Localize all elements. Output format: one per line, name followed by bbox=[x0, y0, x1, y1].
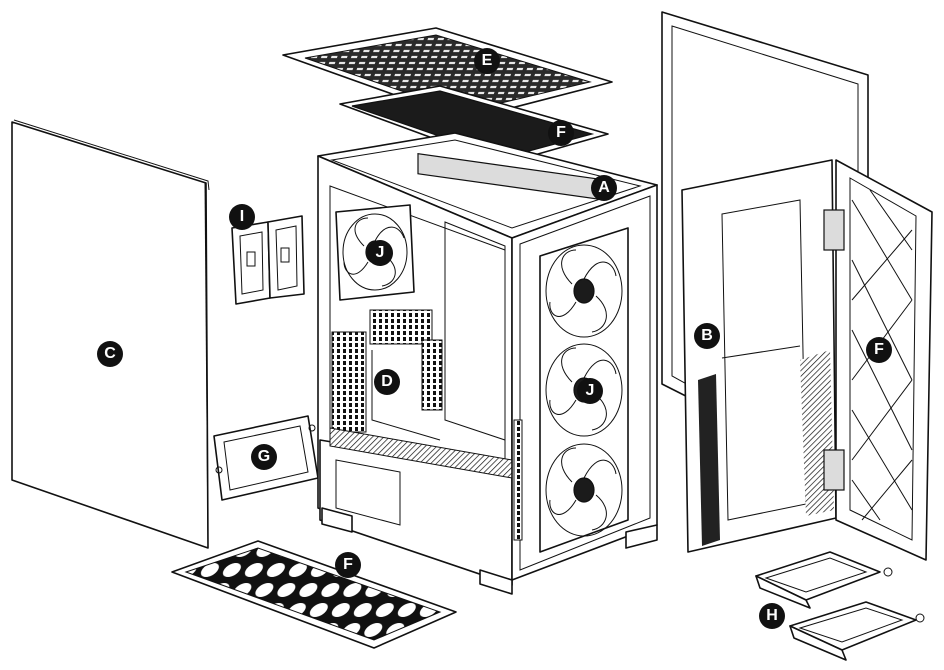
bottom-filter-f bbox=[171, 540, 457, 649]
callout-c: C bbox=[97, 341, 123, 367]
callout-j-front: J bbox=[577, 378, 603, 404]
front-io-strip bbox=[513, 419, 523, 541]
ssd-trays-h bbox=[755, 551, 925, 661]
fan-front-3 bbox=[545, 443, 623, 537]
side-panel-c bbox=[11, 119, 210, 549]
callout-g: G bbox=[251, 444, 277, 470]
callout-j-top: J bbox=[367, 240, 393, 266]
callout-f-front: F bbox=[866, 337, 892, 363]
fan-front-1 bbox=[545, 244, 623, 338]
hdd-brackets-i bbox=[231, 215, 305, 305]
callout-h: H bbox=[759, 603, 785, 629]
callout-d: D bbox=[374, 369, 400, 395]
callout-f-top: F bbox=[548, 120, 574, 146]
callout-b: B bbox=[694, 323, 720, 349]
callout-i: I bbox=[229, 204, 255, 230]
callout-e: E bbox=[474, 48, 500, 74]
callout-a: A bbox=[591, 175, 617, 201]
callout-f-bottom: F bbox=[335, 552, 361, 578]
front-frame-b bbox=[681, 159, 837, 553]
